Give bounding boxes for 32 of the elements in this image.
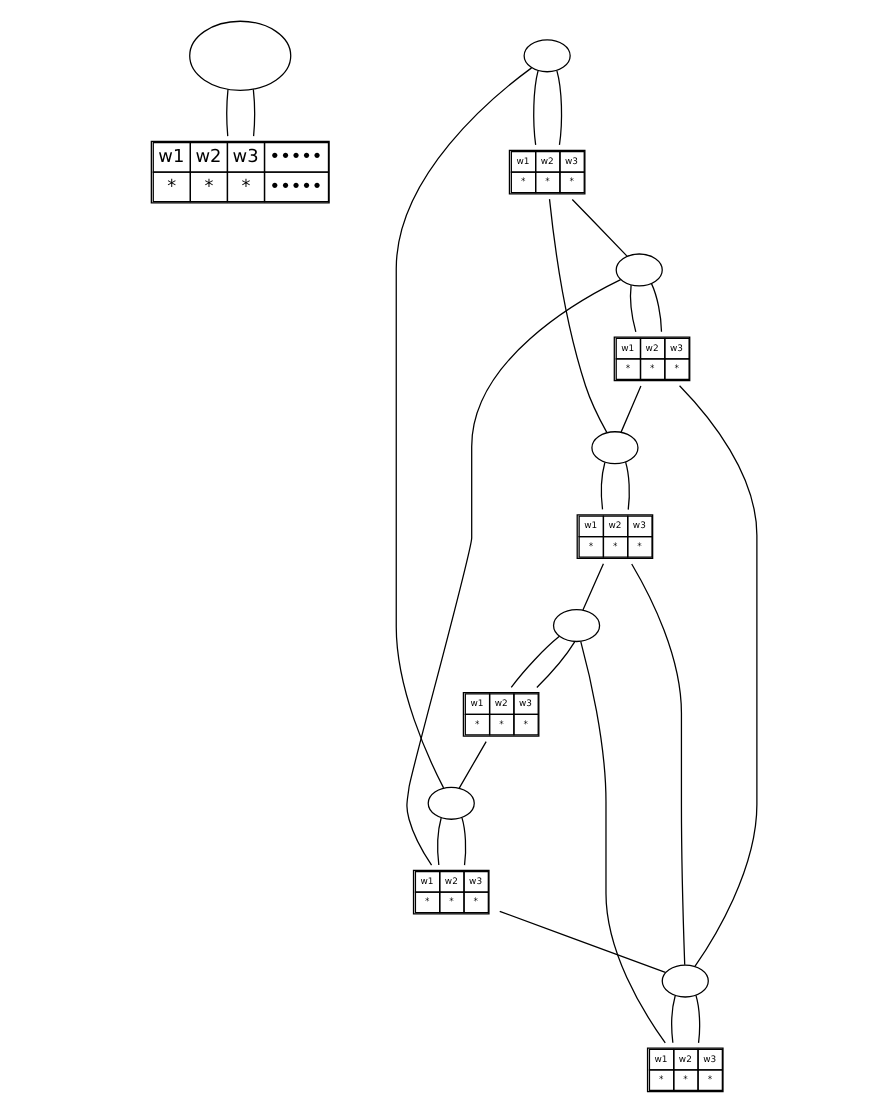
connector bbox=[599, 461, 605, 511]
connector bbox=[694, 994, 700, 1044]
connector bbox=[436, 817, 441, 866]
connector bbox=[532, 69, 538, 146]
connector bbox=[677, 385, 757, 968]
connector bbox=[509, 635, 560, 688]
connector bbox=[579, 641, 665, 1044]
node-ellipse bbox=[660, 964, 708, 998]
connector bbox=[619, 385, 641, 433]
connector bbox=[649, 283, 662, 333]
connector bbox=[623, 461, 629, 511]
node-ellipse bbox=[188, 20, 291, 91]
connector bbox=[457, 740, 486, 789]
connector bbox=[628, 284, 636, 333]
connector bbox=[251, 88, 255, 137]
node-ellipse bbox=[590, 431, 638, 465]
connector bbox=[570, 198, 627, 257]
connector bbox=[547, 198, 607, 434]
connector bbox=[394, 67, 532, 789]
node-ellipse bbox=[551, 608, 600, 643]
connector bbox=[460, 817, 466, 866]
connector bbox=[555, 69, 562, 146]
connector bbox=[670, 995, 675, 1044]
connector bbox=[405, 279, 621, 866]
connector bbox=[225, 88, 228, 137]
node-ellipse bbox=[522, 39, 570, 73]
connector bbox=[581, 563, 604, 611]
node-ellipse bbox=[614, 253, 662, 287]
connector bbox=[498, 910, 665, 974]
node-ellipse bbox=[426, 786, 474, 820]
connector bbox=[535, 641, 575, 689]
connector bbox=[630, 563, 685, 966]
